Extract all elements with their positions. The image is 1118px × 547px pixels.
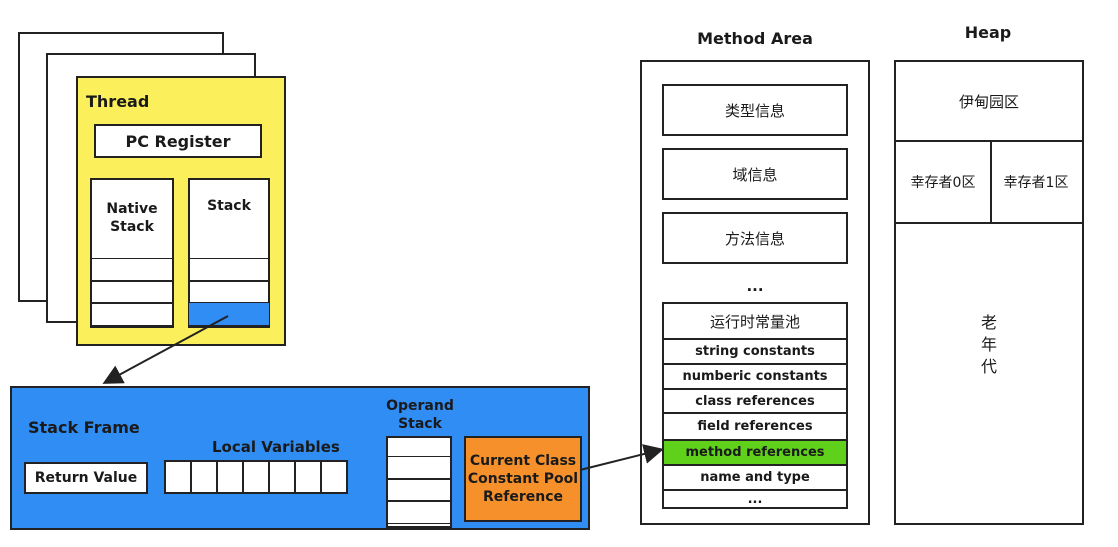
stack-slot [188, 280, 270, 304]
stack-label: Stack [207, 198, 251, 214]
current-class-constant-pool-reference: Current Class Constant Pool Reference [464, 436, 582, 522]
operand-stack [386, 436, 452, 528]
local-variable-slot [294, 460, 322, 494]
runtime-constant-pool-title: 运行时常量池 [664, 304, 846, 340]
return-value-box: Return Value [24, 462, 148, 494]
local-variable-slot [268, 460, 296, 494]
heap-title: Heap [964, 22, 1012, 42]
survivor-1-space: 幸存者1区 [990, 142, 1082, 224]
stack-frame: Stack Frame Return Value Local Variables… [10, 386, 590, 530]
local-variables-label: Local Variables [212, 438, 340, 456]
local-variable-slot [320, 460, 348, 494]
operand-stack-slot [386, 478, 452, 502]
local-variables-array [164, 460, 360, 494]
method-area-ellipsis: ... [746, 277, 764, 295]
eden-space: 伊甸园区 [896, 62, 1082, 142]
type-info-box: 类型信息 [662, 84, 848, 136]
method-info-box: 方法信息 [662, 212, 848, 264]
heap: 伊甸园区 幸存者0区 幸存者1区 老 年 代 [894, 60, 1084, 525]
native-stack-slot [90, 280, 174, 304]
pc-register: PC Register [94, 124, 262, 158]
local-variable-slot [216, 460, 244, 494]
pool-item-method-references: method references [664, 441, 846, 466]
survivor-0-space: 幸存者0区 [896, 142, 992, 224]
thread-title: Thread [86, 92, 150, 111]
pool-item-name-and-type: name and type [664, 466, 846, 491]
native-stack-slot [90, 302, 174, 326]
field-info-box: 域信息 [662, 148, 848, 200]
native-stack-label: Native Stack [106, 201, 158, 235]
operand-stack-slot [386, 500, 452, 524]
stack-slot-current [188, 302, 270, 326]
method-area: 类型信息 域信息 方法信息 ... 运行时常量池 string constant… [640, 60, 870, 525]
pool-item-ellipsis: ... [747, 491, 763, 507]
operand-stack-label: Operand Stack [386, 398, 454, 432]
thread-box: Thread PC Register Native Stack Stack [76, 76, 286, 346]
operand-stack-slot [386, 456, 452, 480]
stack-slot [188, 258, 270, 282]
pool-item-field-references: field references [664, 414, 846, 441]
pool-item-string-constants: string constants [664, 340, 846, 365]
runtime-constant-pool: 运行时常量池 string constants numberic constan… [662, 302, 848, 509]
stack-frame-title: Stack Frame [28, 418, 140, 437]
pool-item-class-references: class references [664, 390, 846, 414]
local-variable-slot [242, 460, 270, 494]
native-stack-column: Native Stack [90, 178, 174, 328]
stack-column: Stack [188, 178, 270, 328]
method-area-title: Method Area [697, 28, 813, 48]
old-generation: 老 年 代 [980, 313, 997, 376]
native-stack-slot [90, 258, 174, 282]
local-variable-slot [164, 460, 192, 494]
pool-item-numeric-constants: numberic constants [664, 365, 846, 390]
local-variable-slot [190, 460, 218, 494]
